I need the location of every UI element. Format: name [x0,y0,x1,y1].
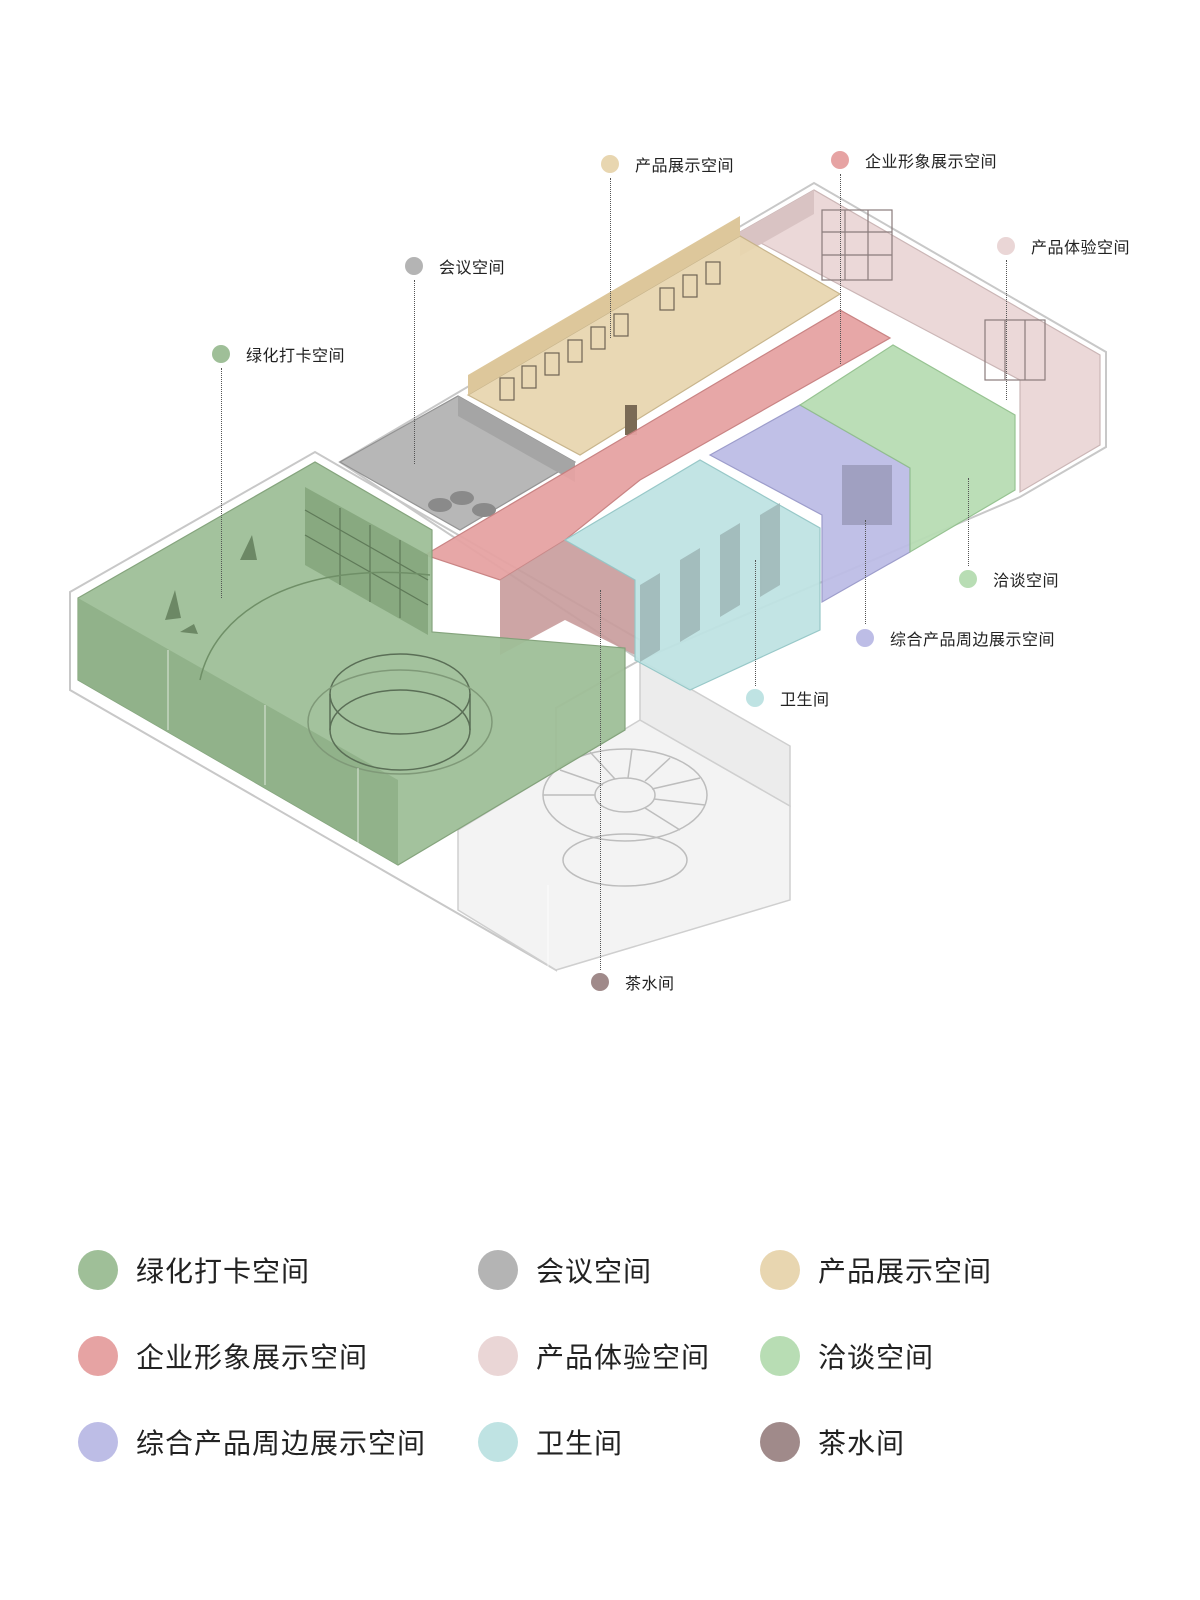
legend-label: 茶水间 [818,1427,906,1460]
legend-swatch [78,1422,118,1462]
leader-peripheral-display [865,520,866,624]
leader-restroom [755,560,756,686]
legend-label: 企业形象展示空间 [136,1341,369,1374]
callout-label: 绿化打卡空间 [246,346,346,365]
legend-swatch [760,1422,800,1462]
spiral-stair [542,748,708,887]
white-bay-back-wall [639,658,791,808]
zone-peripheral-display [708,404,911,604]
restroom-dot [746,689,764,707]
callout-brand-display: 企业形象展示空间 [831,149,997,171]
legend-item-restroom: 卫生间 [478,1420,623,1464]
legend-item-tea-room: 茶水间 [760,1420,905,1464]
callout-label: 综合产品周边展示空间 [890,630,1056,649]
callout-peripheral-display: 综合产品周边展示空间 [856,627,1055,649]
legend-label: 卫生间 [536,1427,624,1460]
legend-label: 会议空间 [536,1255,653,1288]
peripheral-display-dot [856,629,874,647]
legend-item-green-checkin: 绿化打卡空间 [78,1248,310,1292]
legend-swatch [760,1250,800,1290]
brand-display-dot [831,151,849,169]
meeting-dot [405,257,423,275]
callout-restroom: 卫生间 [746,687,830,709]
zone-meeting [338,395,577,531]
product-experience-dot [997,237,1015,255]
leader-negotiation [968,478,969,566]
leader-green-checkin [221,368,222,598]
leader-meeting [414,280,415,464]
callout-label: 产品体验空间 [1031,238,1131,257]
legend-label: 产品展示空间 [818,1255,993,1288]
callout-product-experience: 产品体验空间 [997,235,1130,257]
legend-item-product-experience: 产品体验空间 [478,1334,710,1378]
legend-item-peripheral-display: 综合产品周边展示空间 [78,1420,426,1464]
callout-label: 会议空间 [439,258,506,277]
callout-label: 产品展示空间 [635,156,735,175]
leader-tea-room [600,590,601,970]
legend-item-negotiation: 洽谈空间 [760,1334,934,1378]
legend-swatch [478,1250,518,1290]
floor-plan-drawing [69,181,1107,972]
zone-negotiation [798,344,1016,554]
legend-swatch [78,1250,118,1290]
callout-label: 茶水间 [625,974,675,993]
zone-green-checkin [77,461,626,866]
tea-room-dot [591,973,609,991]
callout-label: 洽谈空间 [993,571,1060,590]
leader-brand-display [840,174,841,364]
legend-label: 产品体验空间 [536,1341,711,1374]
leader-product-display [610,178,611,338]
leader-product-experience [1006,260,1007,400]
legend-swatch [760,1336,800,1376]
legend: 绿化打卡空间 会议空间 产品展示空间 企业形象展示空间 产品体验空间 洽谈空间 … [0,1250,1200,1550]
legend-item-brand-display: 企业形象展示空间 [78,1334,368,1378]
legend-swatch [78,1336,118,1376]
legend-swatch [478,1422,518,1462]
product-display-dot [601,155,619,173]
callout-green-checkin: 绿化打卡空间 [212,343,345,365]
legend-label: 洽谈空间 [818,1341,935,1374]
zone-product-experience [738,189,1101,494]
callout-meeting: 会议空间 [405,255,505,277]
callout-label: 企业形象展示空间 [865,152,998,171]
isometric-floor-plan [69,181,1107,972]
negotiation-dot [959,570,977,588]
round-installation [307,653,493,775]
green-checkin-dot [212,345,230,363]
legend-swatch [478,1336,518,1376]
legend-item-product-display: 产品展示空间 [760,1248,992,1292]
legend-label: 综合产品周边展示空间 [136,1427,427,1460]
zone-restroom [563,459,821,691]
legend-item-meeting: 会议空间 [478,1248,652,1292]
legend-label: 绿化打卡空间 [136,1255,311,1288]
callout-tea-room: 茶水间 [591,971,675,993]
zone-product-display [466,216,842,456]
callout-negotiation: 洽谈空间 [959,568,1059,590]
callout-label: 卫生间 [780,690,830,709]
callout-product-display: 产品展示空间 [601,153,734,175]
